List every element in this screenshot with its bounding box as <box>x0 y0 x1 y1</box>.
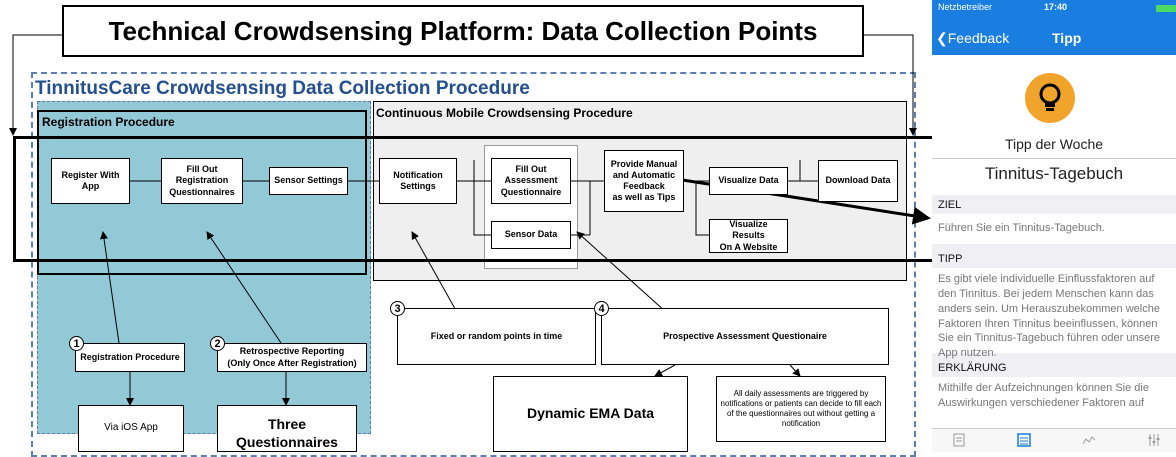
register-app-box: Register With App <box>51 158 130 204</box>
ziel-text: Führen Sie ein Tinnitus-Tagebuch. <box>938 222 1105 234</box>
point-4-number: 4 <box>594 301 609 316</box>
document-tab-icon[interactable] <box>952 433 966 447</box>
data-collection-band <box>13 136 935 262</box>
continuous-title: Continuous Mobile Crowdsensing Procedure <box>376 106 633 120</box>
erklaerung-text: Mithilfe der Aufzeichnungen können Sie d… <box>938 382 1149 409</box>
diary-title: Tinnitus-Tagebuch <box>984 164 1124 183</box>
registration-panel <box>37 110 367 275</box>
dynamic-ema-box: Dynamic EMA Data <box>493 376 688 452</box>
visualize-data-box: Visualize Data <box>709 167 788 195</box>
point-2-number: 2 <box>210 336 225 351</box>
back-label: Feedback <box>947 30 1010 46</box>
point-2-box: Retrospective Reporting (Only Once After… <box>217 343 367 372</box>
feedback-box: Provide Manual and Automatic Feedback as… <box>604 150 684 212</box>
battery-icon <box>1156 5 1176 12</box>
notification-settings-box: Notification Settings <box>379 158 457 204</box>
sensor-data-box: Sensor Data <box>491 221 571 249</box>
sensor-settings-box: Sensor Settings <box>269 167 348 195</box>
back-button[interactable]: ❮Feedback <box>936 30 1009 47</box>
ziel-heading: ZIEL <box>938 199 962 211</box>
divider <box>932 158 1176 159</box>
list-tab-icon[interactable] <box>1017 433 1031 447</box>
tab-bar <box>932 428 1176 452</box>
triggered-note-box: All daily assessments are triggered by n… <box>716 376 886 442</box>
sliders-tab-icon[interactable] <box>1147 433 1161 447</box>
point-1-box: Registration Procedure <box>75 343 185 372</box>
carrier-label: Netzbetreiber <box>938 2 993 12</box>
procedure-heading: TinnitusCare Crowdsensing Data Collectio… <box>35 78 530 99</box>
diagram-title: Technical Crowdsensing Platform: Data Co… <box>62 5 864 57</box>
three-questionnaires-box: Three Questionnaires <box>217 405 357 452</box>
registration-background <box>37 101 371 434</box>
via-ios-box: Via iOS App <box>78 405 184 452</box>
chevron-left-icon: ❮ <box>936 30 948 46</box>
tip-heading: Tipp der Woche <box>1004 136 1104 152</box>
chart-tab-icon[interactable] <box>1082 433 1096 447</box>
registration-title: Registration Procedure <box>42 115 175 129</box>
point-4-box: Prospective Assessment Questionaire <box>601 308 889 365</box>
fill-assessment-box: Fill Out Assessment Questionnaire <box>491 158 571 204</box>
erklaerung-heading: ERKLÄRUNG <box>938 362 1007 374</box>
lightbulb-icon <box>1025 73 1075 123</box>
download-data-box: Download Data <box>818 160 898 202</box>
point-3-number: 3 <box>390 301 405 316</box>
point-3-box: Fixed or random points in time <box>397 308 596 365</box>
phone-screenshot: Netzbetreiber 17:40 ❮Feedback Tipp Tipp … <box>932 0 1176 452</box>
tipp-heading: TIPP <box>938 253 963 265</box>
visualize-website-box: Visualize Results On A Website <box>709 219 788 253</box>
erklaerung-card <box>932 377 1176 428</box>
fill-registration-box: Fill Out Registration Questionnaires <box>161 158 243 204</box>
nav-title: Tipp <box>1052 30 1082 46</box>
point-1-number: 1 <box>69 336 84 351</box>
phone-header <box>932 0 1176 55</box>
tipp-text: Es gibt viele individuelle Einflussfakto… <box>938 273 1160 360</box>
tipp-card <box>932 268 1176 353</box>
ziel-card <box>932 214 1176 244</box>
clock-label: 17:40 <box>1044 2 1068 12</box>
